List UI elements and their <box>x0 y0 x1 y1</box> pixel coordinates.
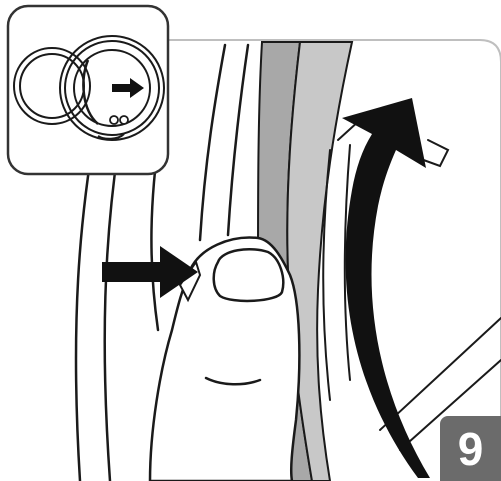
inset-panel <box>8 6 168 174</box>
curved-arrow-icon <box>342 98 430 478</box>
step-number-badge: 9 <box>440 416 501 481</box>
step-number: 9 <box>458 426 484 472</box>
